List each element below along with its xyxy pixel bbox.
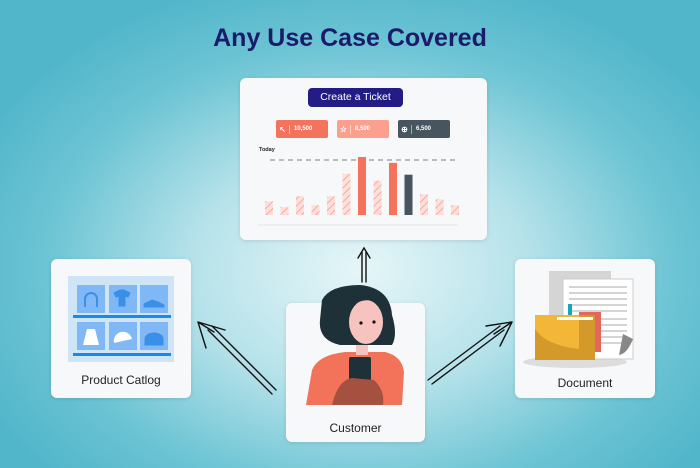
chart-title: Today — [259, 147, 275, 153]
chart-bar — [265, 201, 273, 215]
page-title: Any Use Case Covered — [213, 24, 487, 52]
bar-chart — [258, 156, 459, 226]
stat-stars: ☆8,500 — [337, 120, 389, 138]
star-icon: ☆ — [337, 124, 351, 134]
document-label: Document — [557, 376, 613, 390]
create-ticket-button[interactable]: Create a Ticket — [308, 88, 403, 107]
document-card[interactable]: Document — [515, 259, 655, 398]
catalog-label: Product Catlog — [81, 373, 161, 387]
chart-bar — [280, 207, 289, 215]
arrow-left-icon — [197, 321, 277, 395]
chart-bar — [420, 194, 428, 215]
download-icon: ⊕ — [398, 124, 412, 134]
chart-bar — [435, 199, 444, 215]
chart-bar — [296, 196, 304, 215]
chart-bar — [311, 205, 320, 215]
catalog-shelf-icon — [68, 276, 174, 362]
stat-downloads: ⊕6,500 — [398, 120, 450, 138]
chart-bar — [404, 174, 413, 215]
chart-bar — [389, 162, 397, 215]
folder-document-icon — [523, 271, 634, 368]
stat-clicks: ↖10,500 — [276, 120, 328, 138]
chart-bar — [327, 196, 335, 215]
cursor-click-icon: ↖ — [276, 124, 290, 134]
ticket-dashboard-card: Create a Ticket ↖10,500 ☆8,500 ⊕6,500 To… — [240, 78, 487, 240]
chart-bar — [358, 156, 366, 215]
customer-label: Customer — [329, 421, 382, 435]
chart-bar — [373, 180, 382, 215]
product-catalog-card[interactable]: Product Catlog — [51, 259, 191, 398]
chart-bar — [342, 173, 351, 215]
chart-bar — [451, 205, 459, 215]
arrow-right-icon — [427, 321, 513, 385]
arrow-up-icon — [357, 246, 371, 283]
